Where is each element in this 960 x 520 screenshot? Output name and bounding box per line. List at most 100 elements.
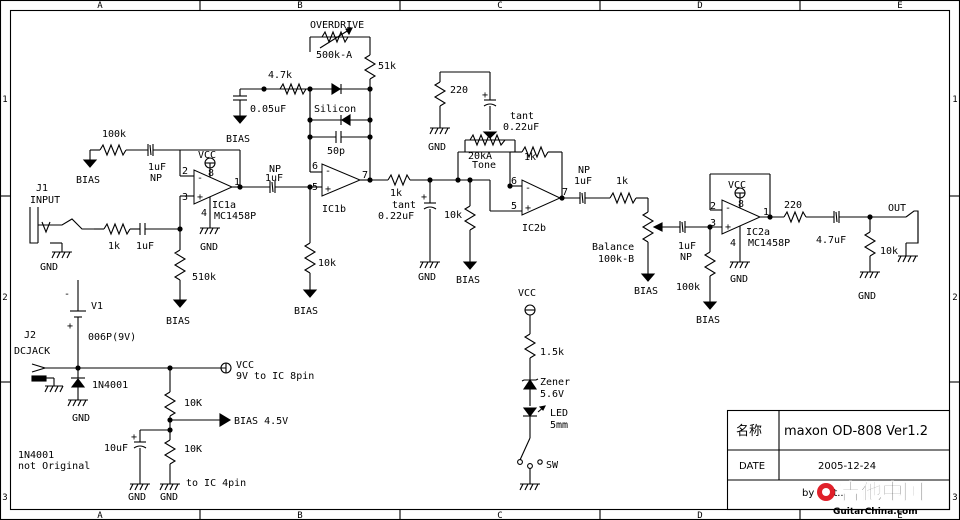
ground-symbol — [51, 251, 72, 259]
label-c-1uf-np-1: 1uF — [148, 162, 166, 173]
frame-col-b-top: B — [297, 1, 302, 11]
label-gnd-cap10: GND — [128, 492, 146, 503]
label-gnd-ic1a: GND — [200, 242, 218, 253]
label-led-size: 5mm — [550, 420, 568, 431]
ic1a-plus: + — [197, 192, 203, 203]
label-cap-plus-1: + — [421, 192, 427, 203]
label-j2: J2 — [24, 330, 36, 341]
label-bias-510k: BIAS — [166, 316, 190, 327]
label-vcc-led: VCC — [518, 288, 536, 299]
label-c-1uf-3: 1uF — [574, 176, 592, 187]
frame-col-e-bottom: E — [897, 511, 902, 520]
ic1b-pin6: 6 — [312, 161, 318, 172]
label-1n4001-note: 1N4001 — [18, 450, 54, 461]
label-bias-ic2a: BIAS — [696, 315, 720, 326]
label-r-10k-out: 10k — [880, 246, 898, 257]
ic2a-minus: - — [725, 203, 731, 214]
label-ic1b: IC1b — [322, 204, 346, 215]
ic1a-pin8: 8 — [208, 168, 214, 179]
label-sw: SW — [546, 460, 559, 471]
ic2a-plus: + — [725, 222, 731, 233]
label-r-1k-3: 1k — [524, 152, 536, 163]
label-cap-plus-2: + — [482, 90, 488, 101]
label-gnd-r10k: GND — [160, 492, 178, 503]
label-battery: 006P(9V) — [88, 332, 136, 343]
label-1n4001: 1N4001 — [92, 380, 128, 391]
label-c-005uf: 0.05uF — [250, 104, 286, 115]
title-block-date-value: 2005-12-24 — [818, 461, 876, 472]
label-np-4: NP — [680, 252, 692, 263]
frame-row-1-left: 1 — [2, 95, 7, 105]
label-r-15k: 1.5k — [540, 347, 564, 358]
label-r-47k: 4.7k — [268, 70, 292, 81]
frame-col-c-top: C — [497, 1, 502, 11]
label-gnd-j1: GND — [40, 262, 58, 273]
overdrive-network: OVERDRIVE 500k-A 51k 4.7k 0.05uF BIAS Si… — [226, 20, 396, 172]
label-r-220: 220 — [450, 85, 468, 96]
ic2b-pin7: 7 — [562, 187, 568, 198]
ic1b-minus: - — [325, 166, 331, 177]
frame-col-c-bottom: C — [497, 511, 502, 520]
ic1a-pin4: 4 — [201, 208, 207, 219]
ic1a-ic1b-coupling: NP 1uF 10k BIAS — [240, 164, 336, 317]
frame-col-b-bottom: B — [297, 511, 302, 520]
label-bias-100k: BIAS — [76, 175, 100, 186]
title-block-date-label: DATE — [739, 461, 765, 472]
label-c-1uf-2: 1uF — [265, 173, 283, 184]
label-gnd-tone-cap: GND — [418, 272, 436, 283]
frame-row-1-right: 1 — [952, 95, 957, 105]
label-r-1k-2: 1k — [390, 188, 402, 199]
label-balance-pot: 100k-B — [598, 254, 634, 265]
frame-row-2-right: 2 — [952, 293, 957, 303]
label-gnd-tone: GND — [428, 142, 446, 153]
ic1a-bias-network: BIAS 100k 1uF NP — [76, 129, 194, 186]
label-dcjack: DCJACK — [14, 346, 50, 357]
ic2a-pin3: 3 — [710, 218, 716, 229]
label-out: OUT — [888, 203, 906, 214]
ic2a-pin4: 4 — [730, 238, 736, 249]
ic2a-pin8: 8 — [738, 199, 744, 210]
frame-col-e-top: E — [897, 1, 902, 11]
label-bias-balance: BIAS — [634, 286, 658, 297]
site-watermark: 吉他中国 GuitarChina.com — [817, 480, 924, 517]
label-r-510k: 510k — [192, 272, 216, 283]
label-ic1a-part: MC1458P — [214, 211, 256, 222]
ic1a-minus: - — [197, 173, 203, 184]
ic1b-pin7: 7 — [362, 170, 368, 181]
frame-col-a-top: A — [97, 1, 103, 11]
label-silicon: Silicon — [314, 104, 356, 115]
label-ic2b: IC2b — [522, 223, 546, 234]
output-stage: 220 4.7uF 10k GND OUT — [783, 200, 919, 302]
label-vcc-supply: VCC — [236, 360, 254, 371]
label-to-ic4: to IC 4pin — [186, 478, 246, 489]
label-v1: V1 — [91, 301, 103, 312]
label-zener: Zener — [540, 377, 570, 388]
watermark-main-text: 吉他中国 — [840, 480, 924, 504]
frame-row-3-right: 3 — [952, 493, 957, 503]
label-cap-plus-3: + — [131, 432, 137, 443]
label-ic1a: IC1a — [212, 200, 236, 211]
frame-row-3-left: 3 — [2, 493, 7, 503]
label-j1: J1 — [36, 183, 48, 194]
label-bias-005uf: BIAS — [226, 134, 250, 145]
label-r-220-out: 220 — [784, 200, 802, 211]
label-c-1uf-4: 1uF — [678, 241, 696, 252]
ic2a-pin2: 2 — [710, 201, 716, 212]
label-np-1: NP — [150, 173, 162, 184]
opamp-ic2a: - + 2 3 1 4 8 IC2a MC1458P VCC GND — [709, 173, 790, 285]
label-r-100k-2: 100k — [676, 282, 700, 293]
frame-col-d-bottom: D — [697, 511, 702, 520]
ic2b-minus: - — [525, 183, 531, 194]
label-r-10k-tone: 10k — [444, 210, 462, 221]
ic2b-pin6: 6 — [511, 176, 517, 187]
ic1a-pin2: 2 — [182, 166, 188, 177]
label-balance: Balance — [592, 242, 634, 253]
label-led: LED — [550, 408, 568, 419]
label-vcc-ic1a: VCC — [198, 150, 216, 161]
ic1b-to-tone: 1k + tant 0.22uF GND 10k BIAS — [367, 151, 522, 286]
watermark-sub-text: GuitarChina.com — [833, 507, 918, 517]
label-ic2a-part: MC1458P — [748, 238, 790, 249]
frame-col-a-bottom: A — [97, 511, 103, 520]
label-np-2: NP — [269, 164, 281, 175]
